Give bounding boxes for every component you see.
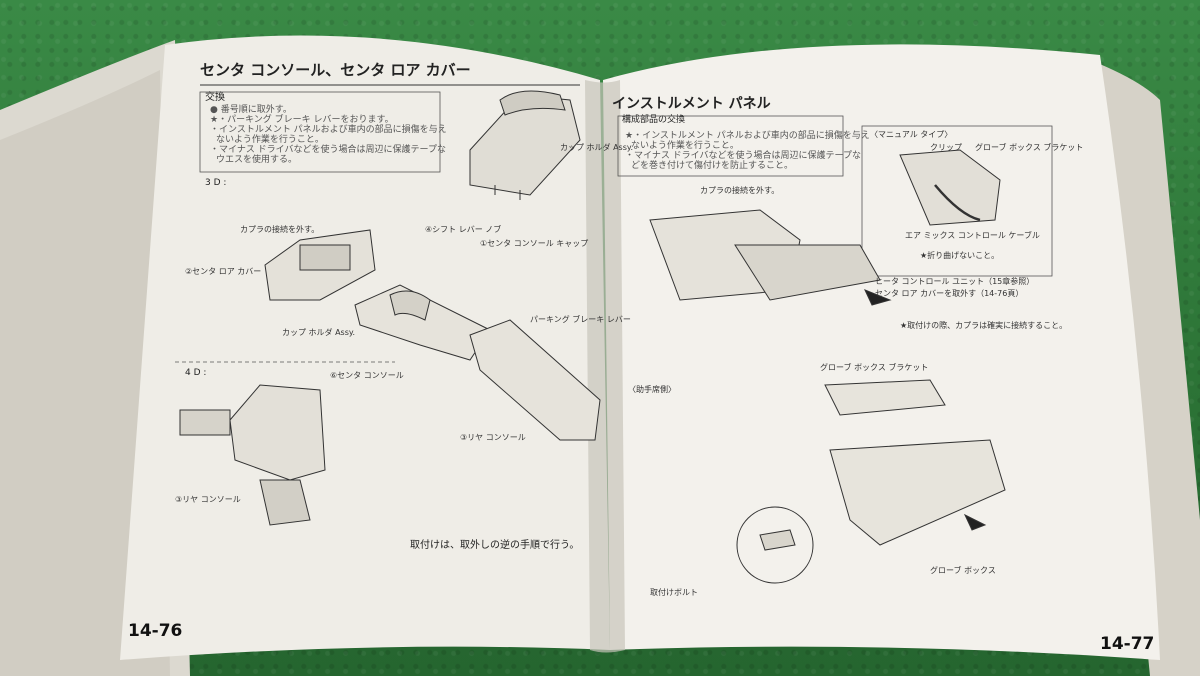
right-section-label: 構成部品の交換 (622, 113, 685, 125)
center-console-illustration (354, 284, 491, 361)
svg-text:★・パーキング ブレーキ レバーをおります。: ★・パーキング ブレーキ レバーをおります。 (210, 113, 394, 125)
svg-text:③リヤ コンソール: ③リヤ コンソール (460, 433, 526, 442)
manual-type-box (861, 125, 1053, 277)
left-page-stack-shadow (0, 70, 170, 676)
right-page-title: インストルメント パネル (612, 96, 771, 112)
svg-text:〈助手席側〉: 〈助手席側〉 (628, 384, 676, 394)
svg-text:・インストルメント パネルおよび車内の部品に損傷を与え: ・インストルメント パネルおよび車内の部品に損傷を与え (210, 123, 447, 135)
svg-text:グローブ ボックス ブラケット: グローブ ボックス ブラケット (820, 362, 928, 372)
svg-text:ないよう作業を行うこと。: ないよう作業を行うこと。 (216, 133, 324, 145)
svg-text:取付けボルト: 取付けボルト (650, 587, 698, 597)
svg-text:どを巻き付けて傷付けを防止すること。: どを巻き付けて傷付けを防止すること。 (631, 159, 793, 171)
left-callouts: カプラの接続を外す。 ④シフト レバー ノブ ①センタ コンソール キャップ ②… (175, 142, 633, 504)
svg-text:● 番号順に取外す。: ● 番号順に取外す。 (210, 103, 292, 115)
left-steps: ● 番号順に取外す。 ★・パーキング ブレーキ レバーをおります。 ・インストル… (210, 103, 447, 165)
right-page-number: 14-77 (1100, 634, 1154, 654)
left-page (120, 35, 610, 661)
svg-text:パーキング ブレーキ レバー: パーキング ブレーキ レバー (530, 314, 631, 324)
center-lower-cover-illustration (264, 229, 376, 301)
svg-text:②センタ ロア カバー: ②センタ ロア カバー (185, 267, 261, 276)
svg-text:・マイナス ドライバなどを使う場合は周辺に保護テープな: ・マイナス ドライバなどを使う場合は周辺に保護テープな (210, 143, 446, 155)
left-install-note: 取付けは、取外しの逆の手順で行う。 (410, 538, 579, 551)
svg-text:グローブ ボックス: グローブ ボックス (930, 565, 996, 575)
left-3d-label: 3 D : (205, 178, 226, 188)
glove-box-illustration (736, 379, 1006, 584)
cable-bracket-illustration (899, 149, 1001, 226)
right-steps: ★・インストルメント パネルおよび車内の部品に損傷を与え ないよう作業を行うこと… (625, 129, 870, 171)
right-instruction-box (617, 115, 844, 177)
left-page-number: 14-76 (128, 621, 182, 641)
svg-text:★折り曲げないこと。: ★折り曲げないこと。 (920, 250, 999, 260)
svg-text:④シフト レバー ノブ: ④シフト レバー ノブ (425, 224, 501, 234)
gutter-shadow (585, 80, 625, 653)
svg-text:カプラの接続を外す。: カプラの接続を外す。 (700, 185, 779, 195)
svg-text:⑥センタ コンソール: ⑥センタ コンソール (330, 371, 404, 380)
rear-console-4d-illustration (179, 384, 326, 526)
rear-console-illustration (469, 319, 601, 441)
svg-text:ヒータ コントロール ユニット（15章参照）: ヒータ コントロール ユニット（15章参照） (875, 276, 1034, 286)
manual-type-label: 〈マニュアル タイプ〉 (870, 130, 952, 139)
left-section-label: 交換 (205, 90, 225, 103)
armrest-illustration (469, 90, 581, 200)
left-page-title: センタ コンソール、センタ ロア カバー (200, 61, 471, 79)
svg-text:エア ミックス コントロール ケーブル: エア ミックス コントロール ケーブル (905, 230, 1040, 240)
svg-text:クリップ: クリップ (930, 143, 962, 152)
right-callouts: カプラの接続を外す。 クリップ グローブ ボックス ブラケット エア ミックス … (628, 142, 1083, 597)
svg-text:★・インストルメント パネルおよび車内の部品に損傷を与え: ★・インストルメント パネルおよび車内の部品に損傷を与え (625, 129, 870, 141)
svg-text:グローブ ボックス ブラケット: グローブ ボックス ブラケット (975, 142, 1083, 152)
svg-text:センタ ロア カバーを取外す（14-76頁）: センタ ロア カバーを取外す（14-76頁） (875, 288, 1023, 298)
svg-text:ないよう作業を行うこと。: ないよう作業を行うこと。 (631, 139, 739, 151)
svg-text:③リヤ コンソール: ③リヤ コンソール (175, 495, 241, 504)
svg-text:ウエスを使用する。: ウエスを使用する。 (216, 153, 297, 165)
svg-text:カップ ホルダ Assy.: カップ ホルダ Assy. (282, 327, 355, 337)
svg-text:★取付けの際、カプラは確実に接続すること。: ★取付けの際、カプラは確実に接続すること。 (900, 320, 1067, 330)
right-page (603, 44, 1160, 661)
svg-text:カプラの接続を外す。: カプラの接続を外す。 (240, 224, 319, 234)
left-instruction-box (199, 91, 441, 173)
svg-text:①センタ コンソール キャップ: ①センタ コンソール キャップ (480, 239, 588, 248)
svg-text:・マイナス ドライバなどを使う場合は周辺に保護テープな: ・マイナス ドライバなどを使う場合は周辺に保護テープな (625, 149, 861, 161)
left-4d-label: 4 D : (185, 368, 206, 378)
heater-unit-illustration (649, 209, 892, 306)
svg-text:カップ ホルダ Assy.: カップ ホルダ Assy. (560, 142, 633, 152)
